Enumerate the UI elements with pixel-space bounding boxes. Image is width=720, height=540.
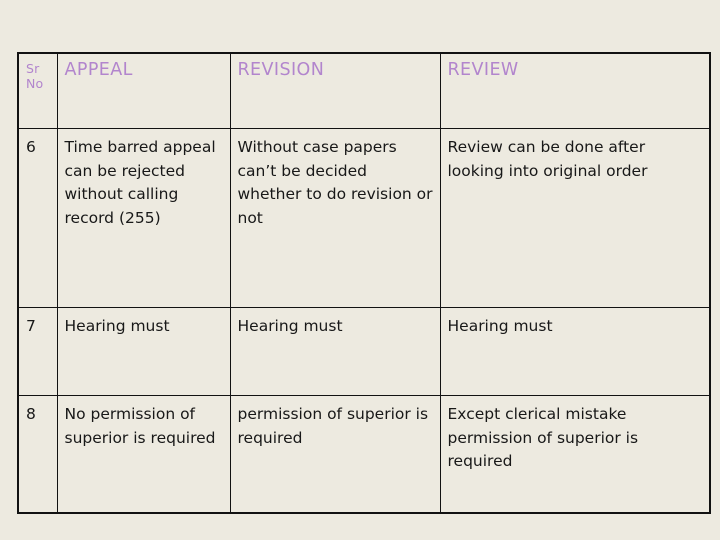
- cell-revision: Without case papers can’t be decided whe…: [229, 128, 441, 308]
- cell-review: Hearing must: [439, 307, 711, 396]
- table-header-row: Sr No APPEAL REVISION REVIEW: [17, 52, 711, 129]
- header-cell-sr-no: Sr No: [17, 52, 58, 129]
- cell-text-revision: permission of superior is required: [237, 405, 429, 447]
- header-label-appeal: APPEAL: [64, 60, 133, 80]
- header-label-revision: REVISION: [237, 60, 325, 80]
- cell-review: Review can be done after looking into or…: [439, 128, 711, 308]
- row-number: 8: [26, 405, 36, 423]
- comparison-table-container: Sr No APPEAL REVISION REVIEW 6: [17, 52, 711, 514]
- header-cell-review: REVIEW: [439, 52, 711, 129]
- row-number: 7: [26, 317, 36, 335]
- table-row: 8 No permission of superior is required …: [17, 395, 711, 514]
- cell-sr-no: 6: [17, 128, 58, 308]
- cell-appeal: Hearing must: [56, 307, 231, 396]
- header-label-review: REVIEW: [447, 60, 519, 80]
- table-row: 7 Hearing must Hearing must Hearing must: [17, 307, 711, 396]
- cell-text-revision: Without case papers can’t be decided whe…: [237, 138, 433, 227]
- appeal-revision-review-table: Sr No APPEAL REVISION REVIEW 6: [17, 52, 711, 514]
- cell-revision: permission of superior is required: [229, 395, 441, 514]
- cell-text-appeal: Time barred appeal can be rejected witho…: [64, 138, 216, 227]
- cell-sr-no: 7: [17, 307, 58, 396]
- cell-text-review: Hearing must: [447, 317, 553, 335]
- cell-text-appeal: No permission of superior is required: [64, 405, 216, 447]
- cell-text-appeal: Hearing must: [64, 317, 170, 335]
- cell-review: Except clerical mistake permission of su…: [439, 395, 711, 514]
- row-number: 6: [26, 138, 36, 156]
- header-label-sr-no: Sr No: [26, 61, 44, 92]
- cell-sr-no: 8: [17, 395, 58, 514]
- header-cell-appeal: APPEAL: [56, 52, 231, 129]
- cell-text-review: Review can be done after looking into or…: [447, 138, 648, 180]
- table-row: 6 Time barred appeal can be rejected wit…: [17, 128, 711, 308]
- cell-revision: Hearing must: [229, 307, 441, 396]
- cell-appeal: Time barred appeal can be rejected witho…: [56, 128, 231, 308]
- header-cell-revision: REVISION: [229, 52, 441, 129]
- cell-text-revision: Hearing must: [237, 317, 343, 335]
- cell-appeal: No permission of superior is required: [56, 395, 231, 514]
- cell-text-review: Except clerical mistake permission of su…: [447, 405, 639, 471]
